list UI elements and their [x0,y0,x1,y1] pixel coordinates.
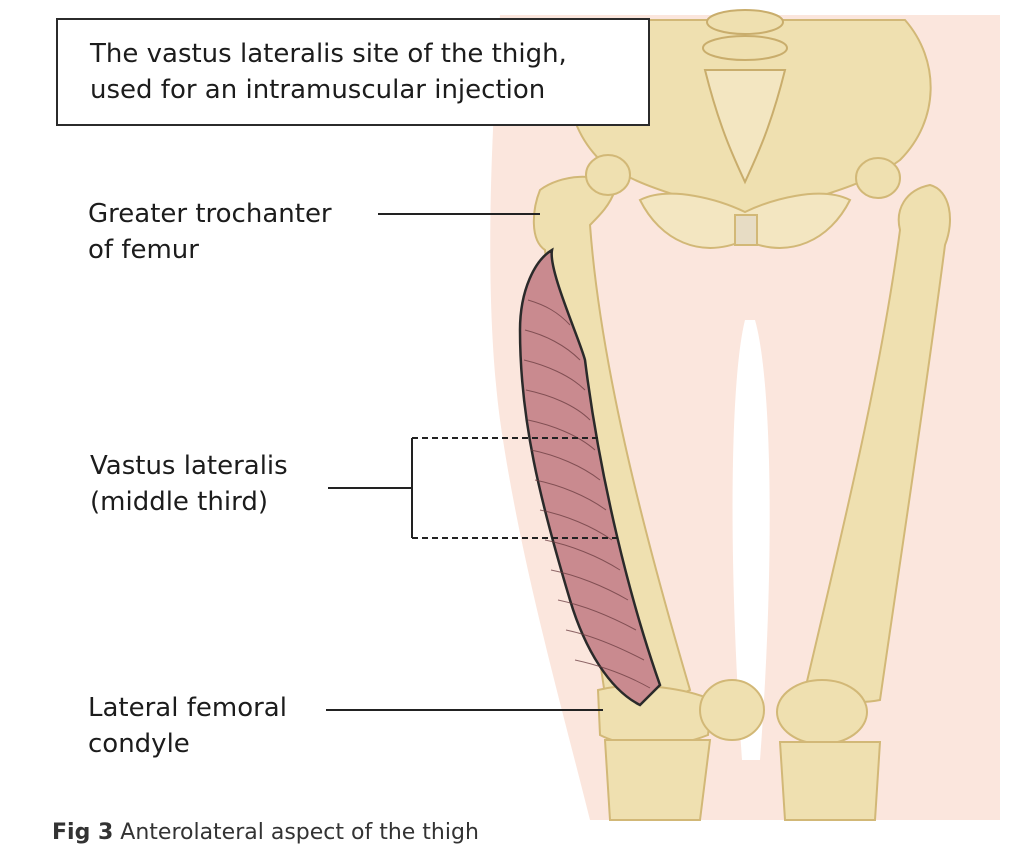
greater-trochanter-line-2: of femur [88,235,199,265]
lateral-condyle-line-1: Lateral femoral [88,693,287,723]
title-line-2: used for an intramuscular injection [90,75,546,105]
title-box [56,18,650,126]
lateral-condyle-line-2: condyle [88,729,190,759]
greater-trochanter-line-1: Greater trochanter [88,199,332,229]
vastus-lateralis-line-2: (middle third) [90,487,268,517]
label-vastus-lateralis: Vastus lateralis (middle third) [90,448,288,520]
diagram-title: The vastus lateralis site of the thigh, … [90,36,567,108]
caption-text: Anterolateral aspect of the thigh [113,820,479,845]
inner-leg-gap [732,320,770,760]
knee-joints [596,679,882,821]
vastus-lateralis-muscle [518,247,662,707]
caption-prefix: Fig 3 [52,820,114,845]
vastus-lateralis-line-1: Vastus lateralis [90,451,288,481]
sacrum-spine [702,9,788,185]
leader-lines [326,213,620,711]
title-line-1: The vastus lateralis site of the thigh, [90,39,567,69]
label-greater-trochanter: Greater trochanter of femur [88,196,332,268]
label-lateral-femoral-condyle: Lateral femoral condyle [88,690,287,762]
figure-caption: Fig 3 Anterolateral aspect of the thigh [52,818,479,848]
